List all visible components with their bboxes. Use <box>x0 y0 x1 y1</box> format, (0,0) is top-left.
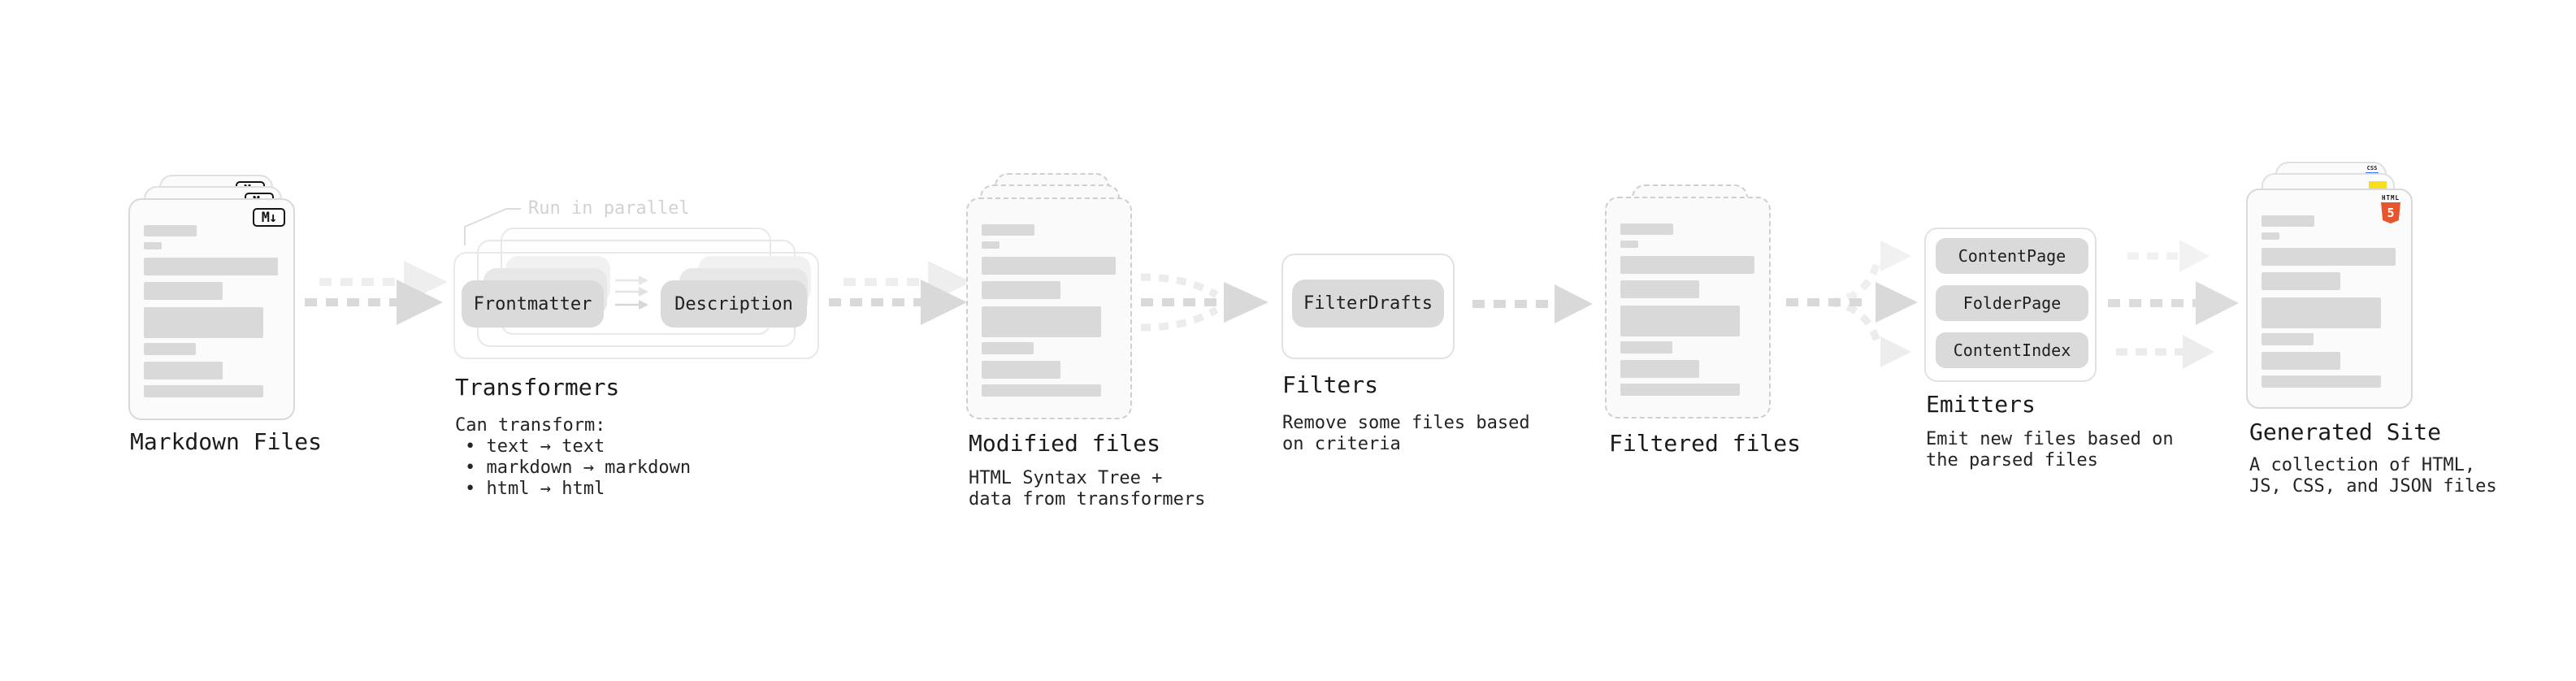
arrows-frontmatter-to-description <box>615 275 648 310</box>
contentpage-pill: ContentPage <box>1936 238 2088 274</box>
doc-placeholder-lines <box>1607 198 1769 396</box>
folderpage-pill: FolderPage <box>1936 285 2088 321</box>
modified-files-desc: data from transformers <box>969 489 1206 510</box>
html5-icon: HTML 5 <box>2379 194 2403 223</box>
filtered-files-title: Filtered files <box>1609 430 1802 457</box>
modified-doc-front <box>966 197 1132 419</box>
run-in-parallel-note: Run in parallel <box>528 198 690 219</box>
emitters-desc: Emit new files based on <box>1926 429 2174 449</box>
transformers-bullet: • html → html <box>465 479 605 499</box>
modified-files-title: Modified files <box>969 430 1161 457</box>
filterdrafts-pill: FilterDrafts <box>1292 280 1444 327</box>
doc-placeholder-lines <box>130 200 293 397</box>
emitters-desc: the parsed files <box>1926 450 2098 471</box>
markdown-files-title: Markdown Files <box>130 428 323 455</box>
emitters-title: Emitters <box>1926 391 2036 418</box>
arrow-filtered-to-emitters <box>1786 241 1918 367</box>
description-pill: Description <box>661 280 807 327</box>
arrow-emitters-to-site <box>2108 240 2239 369</box>
doc-placeholder-lines <box>968 199 1130 397</box>
run-in-parallel-callout-line <box>464 208 521 245</box>
filtered-doc-front <box>1605 197 1771 419</box>
markdown-doc-front: M↓ <box>128 198 295 420</box>
transformers-title: Transformers <box>455 374 620 401</box>
frontmatter-pill: Frontmatter <box>462 280 604 327</box>
arrow-transformers-to-modified <box>829 261 972 325</box>
arrow-markdown-to-transformers <box>305 261 448 325</box>
arrow-modified-to-filters <box>1140 273 1268 332</box>
generated-site-desc: JS, CSS, and JSON files <box>2249 476 2497 497</box>
filters-desc: Remove some files based <box>1282 413 1530 433</box>
modified-files-desc: HTML Syntax Tree + <box>969 468 1163 488</box>
contentindex-pill: ContentIndex <box>1936 332 2088 368</box>
generated-site-title: Generated Site <box>2249 419 2442 445</box>
javascript-icon <box>2369 181 2387 189</box>
transformers-bullet: • markdown → markdown <box>465 458 692 478</box>
filters-desc: on criteria <box>1282 434 1401 454</box>
transformers-desc-heading: Can transform: <box>455 415 606 436</box>
transformer-box-front <box>453 252 819 359</box>
transformers-bullet: • text → text <box>465 436 605 457</box>
arrow-filters-to-filtered <box>1472 284 1593 323</box>
markdown-icon: M↓ <box>253 208 285 227</box>
generated-site-desc: A collection of HTML, <box>2249 455 2476 475</box>
filters-title: Filters <box>1282 371 1379 398</box>
site-doc-html: HTML 5 <box>2246 189 2413 409</box>
doc-placeholder-lines <box>2248 190 2411 388</box>
